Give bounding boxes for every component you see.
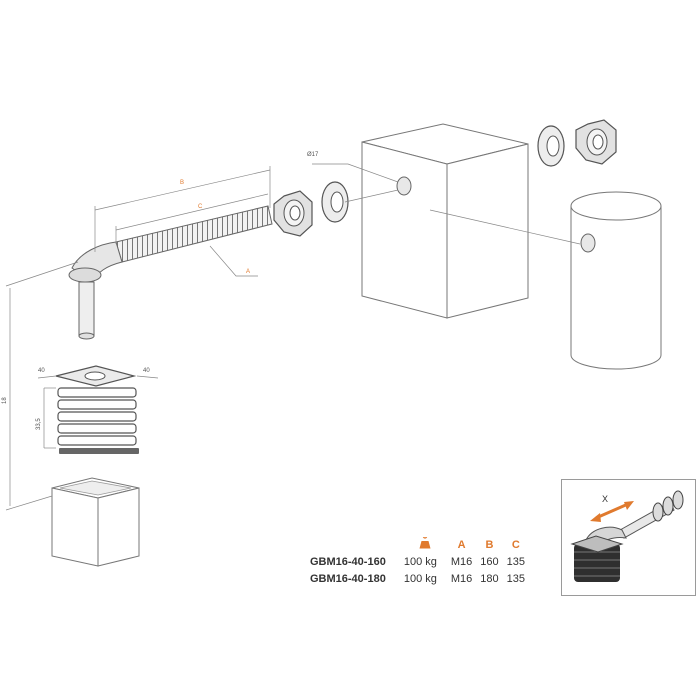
value-a: M16 [450, 555, 473, 568]
value-c: 135 [506, 555, 525, 568]
spec-table-header: A B C [306, 534, 529, 553]
washer-top [537, 125, 565, 167]
post-hole [396, 176, 412, 196]
value-c: 135 [506, 572, 525, 585]
inset-adjust-label: X [602, 494, 608, 504]
nut-top [575, 119, 617, 165]
nut-middle [273, 190, 313, 237]
load-column-header [400, 534, 447, 553]
weight-icon [419, 534, 431, 549]
table-row: GBM16-40-180 100 kg M16 180 135 [306, 570, 529, 587]
model-code: GBM16-40-180 [310, 572, 386, 585]
square-tube [51, 477, 140, 567]
value-a: M16 [450, 572, 473, 585]
value-b: 180 [480, 572, 499, 585]
hinge-pin [68, 205, 273, 340]
sleeve-ribs [57, 387, 137, 446]
dimension-c-label: C [198, 204, 203, 210]
round-post [570, 191, 662, 370]
spec-table: A B C GBM16-40-160 100 kg M16 160 135 GB… [306, 534, 529, 587]
column-a-header: A [457, 538, 466, 551]
plate-depth-label: 40 [143, 368, 150, 374]
dimension-lines [5, 163, 581, 511]
sleeve-insert [55, 365, 139, 454]
square-post [361, 123, 529, 319]
inset-sleeve [570, 535, 624, 582]
double-arrow-icon [590, 501, 634, 522]
column-c-header: C [511, 538, 520, 551]
model-code: GBM16-40-160 [310, 555, 386, 568]
column-b-header: B [485, 538, 494, 551]
hole-diameter-label: Ø17 [307, 152, 319, 158]
load-value: 100 kg [403, 572, 437, 585]
table-row: GBM16-40-160 100 kg M16 160 135 [306, 553, 529, 570]
value-b: 160 [480, 555, 499, 568]
adjustment-inset: X [561, 479, 696, 596]
dimension-b-label: B [180, 180, 184, 186]
height-dimension-label: 18 [2, 397, 8, 404]
load-value: 100 kg [403, 555, 437, 568]
adjustment-detail-drawing: X [570, 490, 684, 582]
plate-width-label: 40 [38, 368, 45, 374]
inset-nuts [652, 490, 684, 522]
dimension-a-label: A [246, 269, 250, 275]
round-post-hole [580, 233, 596, 253]
sleeve-height-label: 33,5 [36, 418, 42, 430]
washer-middle [321, 181, 349, 223]
